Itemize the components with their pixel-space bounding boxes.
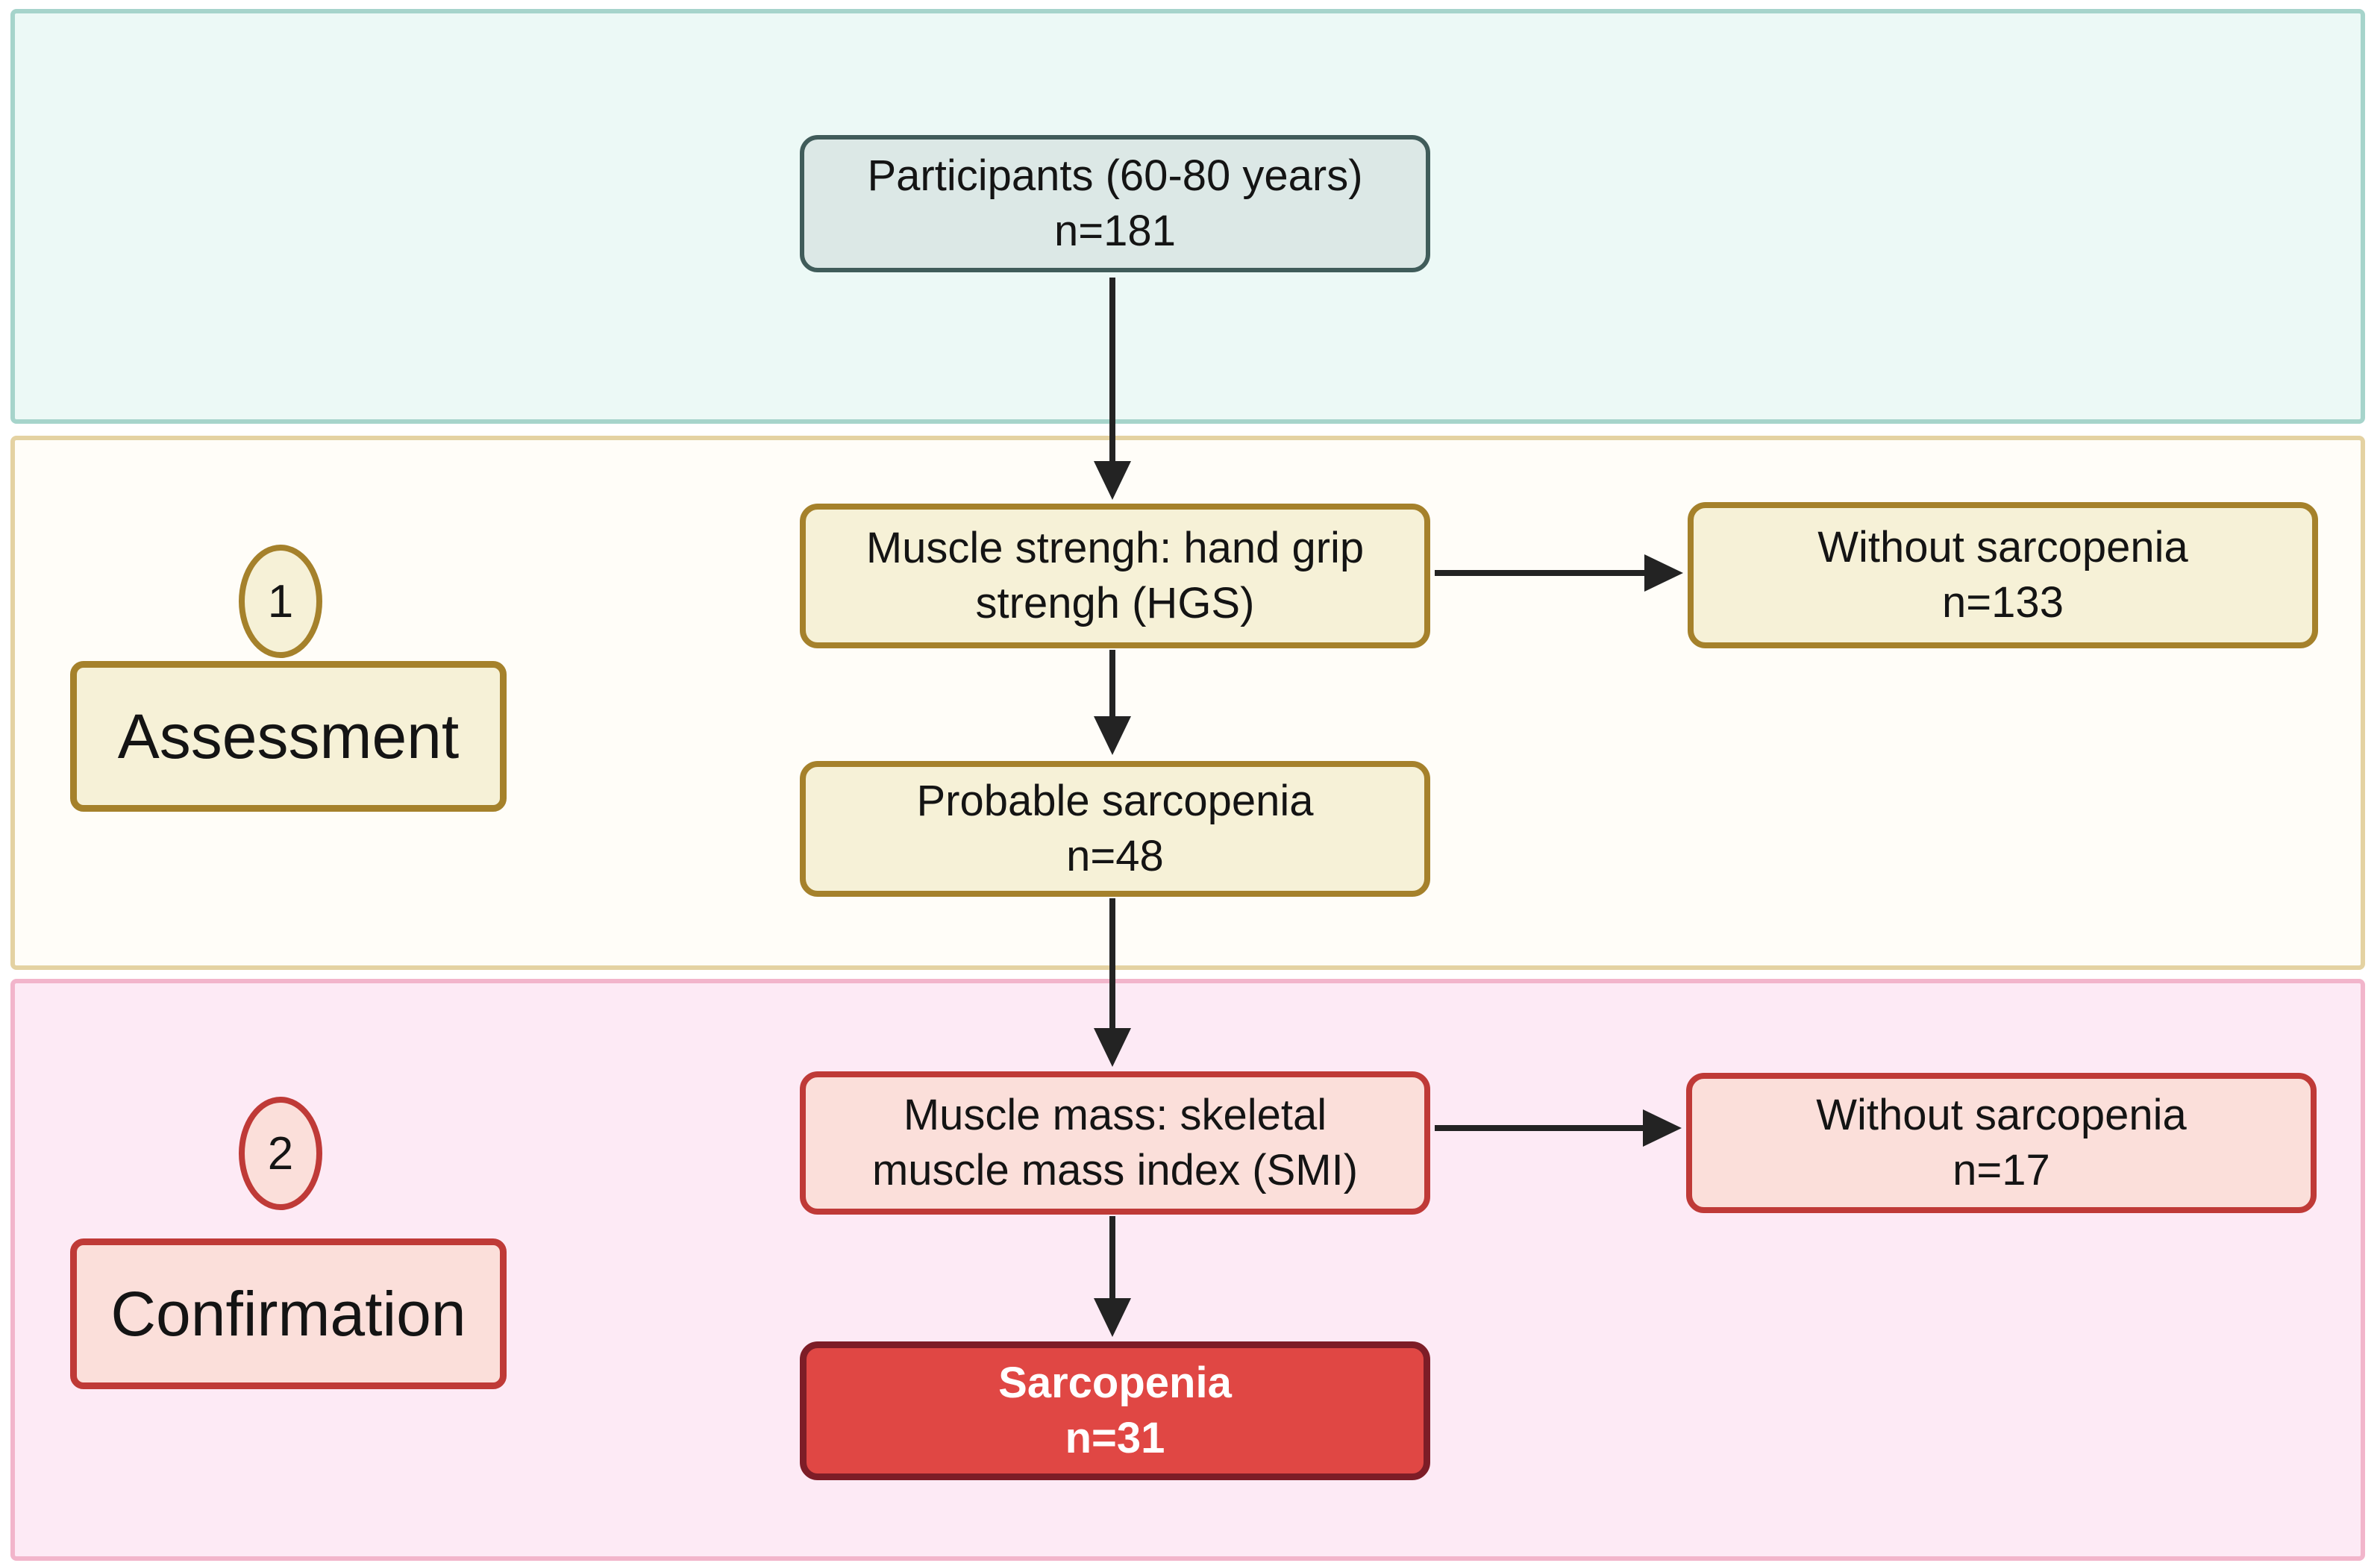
node-sarcopenia: Sarcopenia n=31 — [800, 1341, 1430, 1480]
node-without-sarcopenia-hgs: Without sarcopenia n=133 — [1688, 502, 2318, 648]
node-text-line: n=17 — [1952, 1146, 2050, 1194]
node-probable-sarcopenia: Probable sarcopenia n=48 — [800, 761, 1430, 897]
node-text-line: Participants (60-80 years) — [867, 151, 1363, 200]
stage-1-badge: 1 — [239, 545, 322, 658]
node-text-line: n=48 — [1066, 832, 1164, 880]
node-text-line: Sarcopenia — [998, 1359, 1232, 1407]
stage-2-label: Confirmation — [70, 1238, 507, 1389]
stage-1-label: Assessment — [70, 661, 507, 812]
node-without-sarcopenia-smi: Without sarcopenia n=17 — [1686, 1073, 2317, 1213]
node-text-line: Probable sarcopenia — [916, 777, 1314, 825]
node-text-line: strengh (HGS) — [975, 579, 1255, 627]
stage-2-number: 2 — [267, 1127, 294, 1180]
stage-1-number: 1 — [267, 575, 294, 627]
node-text-line: n=31 — [1065, 1414, 1165, 1462]
node-text-line: n=133 — [1942, 578, 2064, 627]
node-text-line: Without sarcopenia — [1816, 1091, 2187, 1139]
node-muscle-mass: Muscle mass: skeletal muscle mass index … — [800, 1071, 1430, 1215]
node-text-line: n=181 — [1054, 207, 1176, 255]
node-text-line: Muscle mass: skeletal — [903, 1091, 1327, 1139]
node-muscle-strength: Muscle strengh: hand grip strengh (HGS) — [800, 504, 1430, 648]
node-text-line: muscle mass index (SMI) — [871, 1146, 1359, 1194]
node-text-line: Without sarcopenia — [1817, 523, 2188, 571]
stage-2-badge: 2 — [239, 1097, 322, 1210]
node-participants: Participants (60-80 years) n=181 — [800, 135, 1430, 272]
node-text-line: Muscle strengh: hand grip — [865, 524, 1365, 572]
